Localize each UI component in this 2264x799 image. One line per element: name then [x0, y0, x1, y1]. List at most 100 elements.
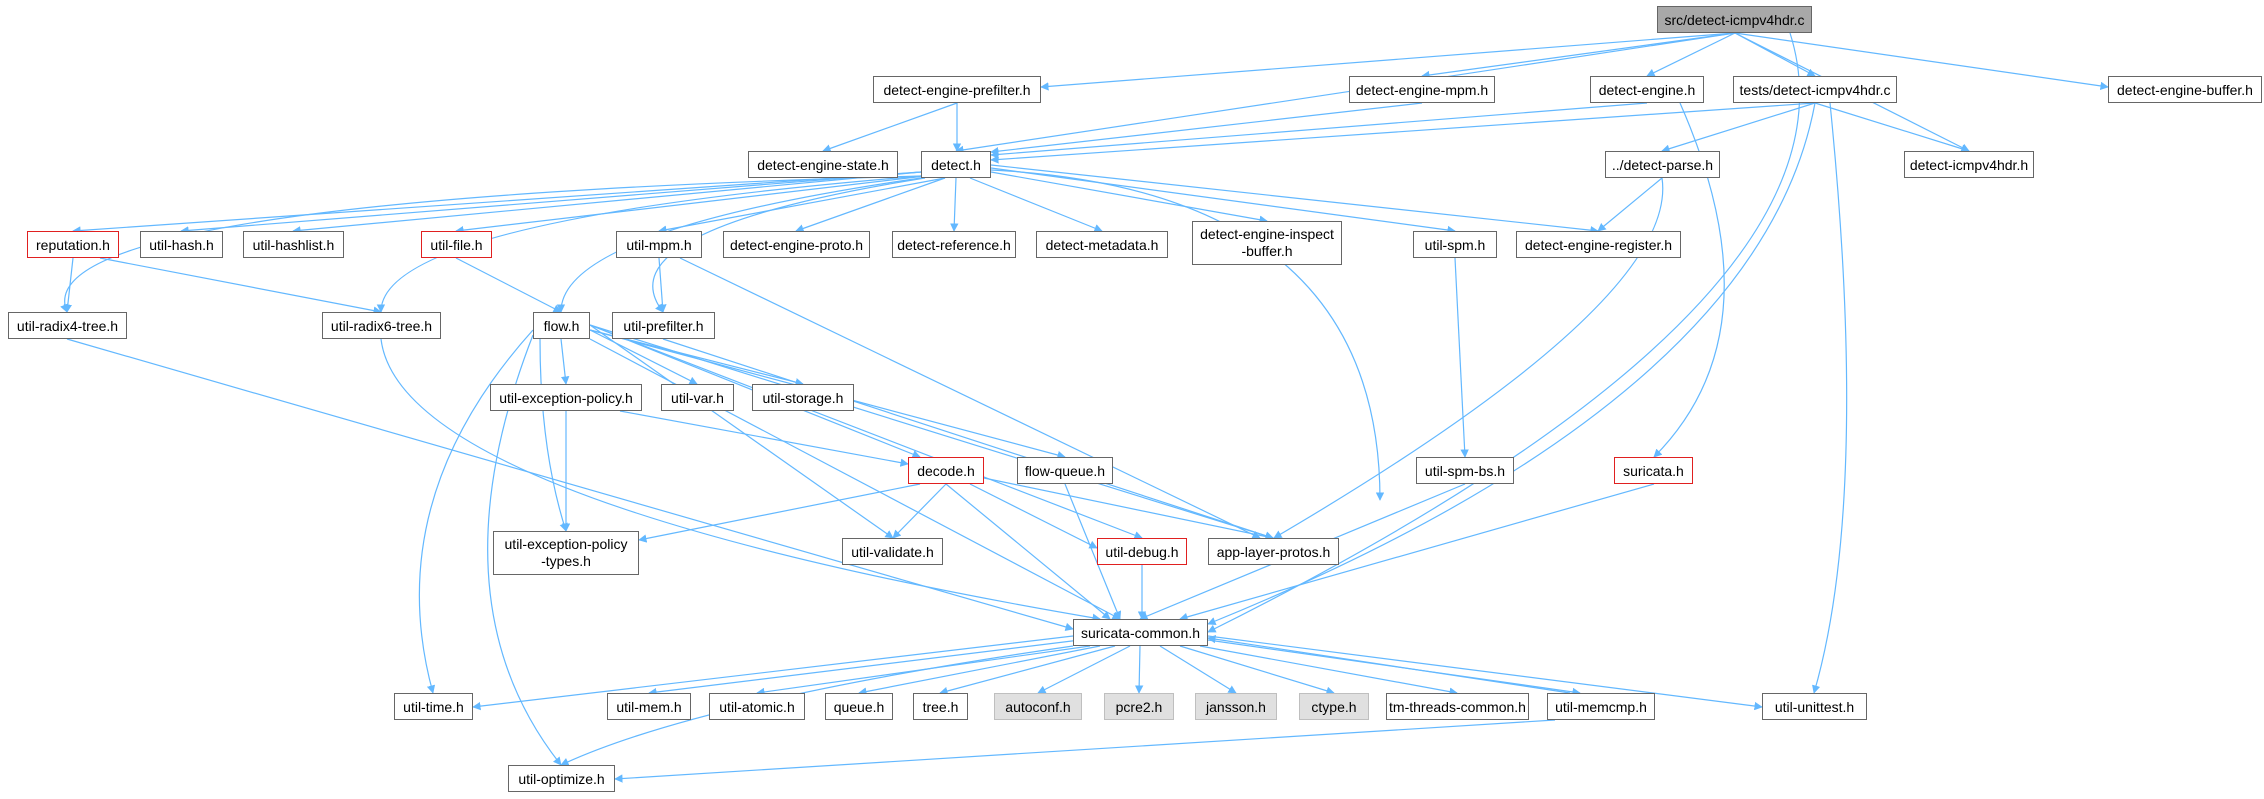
- node-util-debug-h[interactable]: util-debug.h: [1097, 538, 1187, 565]
- node-detect-metadata-h[interactable]: detect-metadata.h: [1036, 231, 1168, 258]
- dependency-edge: [589, 324, 1274, 540]
- node-flow-queue-h[interactable]: flow-queue.h: [1017, 457, 1113, 484]
- node-detect-engine-mpm-h[interactable]: detect-engine-mpm.h: [1349, 76, 1495, 103]
- node-reputation-h[interactable]: reputation.h: [27, 231, 119, 258]
- dependency-edge: [539, 338, 568, 532]
- dependency-edge: [795, 177, 946, 233]
- node-util-hashlist-h[interactable]: util-hashlist.h: [243, 231, 344, 258]
- node-util-optimize-h[interactable]: util-optimize.h: [508, 765, 615, 792]
- node-tree-h[interactable]: tree.h: [913, 693, 968, 720]
- node-detect-engine-state-h[interactable]: detect-engine-state.h: [748, 151, 898, 178]
- dependency-edge: [1064, 483, 1122, 620]
- node-util-mpm-h[interactable]: util-mpm.h: [616, 231, 702, 258]
- node-suricata-h[interactable]: suricata.h: [1614, 457, 1693, 484]
- node-flow-h[interactable]: flow.h: [533, 312, 590, 339]
- node-detect-engine-register-h[interactable]: detect-engine-register.h: [1516, 231, 1681, 258]
- node-label: util-mem.h: [616, 698, 682, 715]
- node-util-radix4-tree-h[interactable]: util-radix4-tree.h: [8, 312, 127, 339]
- node-util-spm-h[interactable]: util-spm.h: [1413, 231, 1497, 258]
- dependency-edge: [1179, 483, 1655, 621]
- node-app-layer-protos-h[interactable]: app-layer-protos.h: [1208, 538, 1339, 565]
- node-util-var-h[interactable]: util-var.h: [661, 384, 734, 411]
- node-util-memcmp-h[interactable]: util-memcmp.h: [1547, 693, 1655, 720]
- dependency-edge: [560, 338, 570, 385]
- node-detect-engine-proto-h[interactable]: detect-engine-proto.h: [723, 231, 870, 258]
- node-label: util-exception-policy.h: [499, 389, 633, 406]
- node-label: app-layer-protos.h: [1216, 543, 1331, 560]
- node-label: util-optimize.h: [518, 770, 605, 787]
- node-util-hash-h[interactable]: util-hash.h: [140, 231, 223, 258]
- node-label: util-storage.h: [762, 389, 844, 406]
- node-detect-parse-h[interactable]: ../detect-parse.h: [1605, 151, 1720, 178]
- node-util-validate-h[interactable]: util-validate.h: [842, 538, 943, 565]
- node-label: detect-engine.h: [1598, 81, 1696, 98]
- node-label: detect-engine-prefilter.h: [883, 81, 1031, 98]
- node-tm-threads-common-h[interactable]: tm-threads-common.h: [1386, 693, 1529, 720]
- node-label: detect-engine-state.h: [757, 156, 889, 173]
- node-label: detect-engine-proto.h: [729, 236, 864, 253]
- node-util-prefilter-h[interactable]: util-prefilter.h: [612, 312, 715, 339]
- dependency-edge: [589, 324, 1143, 540]
- node-util-exception-policy-h[interactable]: util-exception-policy.h: [490, 384, 642, 411]
- node-label: util-unittest.h: [1774, 698, 1855, 715]
- node-label: util-validate.h: [851, 543, 934, 560]
- node-label: src/detect-icmpv4hdr.c: [1664, 11, 1805, 28]
- node-util-unittest-h[interactable]: util-unittest.h: [1762, 693, 1867, 720]
- dependency-edge: [1134, 645, 1144, 694]
- node-util-time-h[interactable]: util-time.h: [394, 693, 473, 720]
- node-label: tests/detect-icmpv4hdr.c: [1739, 81, 1891, 98]
- node-util-spm-bs-h[interactable]: util-spm-bs.h: [1416, 457, 1514, 484]
- dependency-edge: [969, 483, 1098, 549]
- node-util-mem-h[interactable]: util-mem.h: [607, 693, 691, 720]
- node-detect-engine-buffer-h[interactable]: detect-engine-buffer.h: [2108, 76, 2262, 103]
- dependency-edge: [418, 329, 534, 694]
- node-suricata-common-h[interactable]: suricata-common.h: [1073, 619, 1208, 646]
- node-detect-engine-inspect-buffer-h[interactable]: detect-engine-inspect-buffer.h: [1192, 221, 1342, 265]
- node-label: util-debug.h: [1105, 543, 1179, 560]
- dependency-edge: [1273, 177, 1664, 539]
- dependency-edge: [939, 645, 1116, 696]
- node-queue-h[interactable]: queue.h: [825, 693, 893, 720]
- dependency-edge: [1037, 645, 1131, 694]
- dependency-edge: [658, 177, 946, 234]
- node-label: util-spm-bs.h: [1424, 462, 1506, 479]
- node-label: util-hash.h: [149, 236, 214, 253]
- node-util-file-h[interactable]: util-file.h: [421, 231, 492, 258]
- node-ctype-h[interactable]: ctype.h: [1299, 693, 1369, 720]
- dependency-edge: [1207, 102, 1816, 626]
- dependency-edge: [1661, 102, 1816, 153]
- dependency-edge: [380, 338, 1101, 622]
- dependency-edge: [858, 645, 1101, 696]
- node-detect-engine-h[interactable]: detect-engine.h: [1590, 76, 1704, 103]
- node-detect-icmpv4hdr-h[interactable]: detect-icmpv4hdr.h: [1904, 151, 2034, 178]
- node-tests-detect-icmpv4hdr-c[interactable]: tests/detect-icmpv4hdr.c: [1733, 76, 1897, 103]
- node-detect-engine-prefilter-h[interactable]: detect-engine-prefilter.h: [873, 76, 1041, 103]
- node-jansson-h[interactable]: jansson.h: [1195, 693, 1277, 720]
- dependency-edge: [1454, 257, 1469, 458]
- dependency-edge: [589, 329, 698, 385]
- node-label-line1: detect-engine-inspect: [1200, 226, 1334, 242]
- node-util-atomic-h[interactable]: util-atomic.h: [709, 693, 805, 720]
- node-label: pcre2.h: [1115, 698, 1163, 715]
- node-label-line2: -types.h: [541, 553, 591, 569]
- dependency-edge: [72, 171, 922, 235]
- node-label: suricata-common.h: [1080, 624, 1201, 641]
- node-autoconf-h[interactable]: autoconf.h: [994, 693, 1082, 720]
- node-decode-h[interactable]: decode.h: [908, 457, 984, 484]
- node-util-storage-h[interactable]: util-storage.h: [752, 384, 854, 411]
- node-detect-h[interactable]: detect.h: [921, 151, 991, 178]
- node-label: ../detect-parse.h: [1611, 156, 1714, 173]
- dependency-edge: [983, 477, 1274, 541]
- node-label: autoconf.h: [1005, 698, 1071, 715]
- node-pcre2-h[interactable]: pcre2.h: [1104, 693, 1174, 720]
- dependency-edge: [376, 175, 922, 313]
- node-src-detect-icmpv4hdr-c[interactable]: src/detect-icmpv4hdr.c: [1657, 6, 1812, 33]
- node-detect-reference-h[interactable]: detect-reference.h: [892, 231, 1016, 258]
- dependency-edge: [990, 102, 1816, 164]
- node-util-radix6-tree-h[interactable]: util-radix6-tree.h: [322, 312, 441, 339]
- node-label: util-memcmp.h: [1555, 698, 1647, 715]
- node-label: detect-engine-register.h: [1524, 236, 1673, 253]
- node-util-exception-policy-types-h[interactable]: util-exception-policy-types.h: [493, 531, 639, 575]
- node-label: detect-metadata.h: [1045, 236, 1159, 253]
- node-label: util-spm.h: [1424, 236, 1486, 253]
